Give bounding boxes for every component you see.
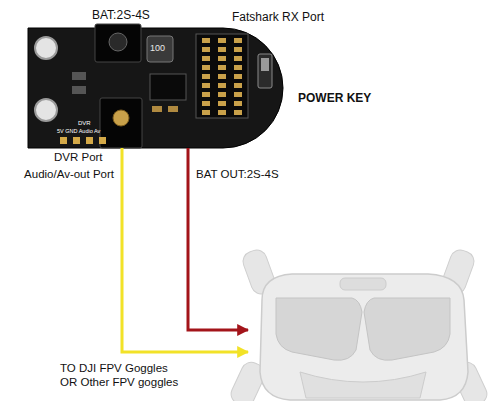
audio-jack-hole — [113, 110, 129, 126]
silkscreen-text: 5V GND Audio Av — [57, 128, 100, 135]
header-pin — [234, 74, 242, 79]
smd-part — [152, 106, 162, 112]
header-pin — [202, 110, 210, 115]
destination-note: TO DJI FPV Goggles OR Other FPV goggles — [60, 362, 184, 390]
switch-label: POWER KEY — [298, 91, 371, 105]
header-pin — [202, 83, 210, 88]
smd-part — [72, 86, 86, 94]
header-pin — [202, 56, 210, 61]
header-pin — [218, 56, 226, 61]
barrel-jack — [95, 24, 141, 62]
header-pin — [234, 92, 242, 97]
port-label: DVR Port — [54, 151, 103, 165]
goggles-lens — [276, 298, 362, 360]
goggles-body — [260, 274, 468, 400]
dvr-pad — [99, 137, 106, 144]
header-pin — [234, 110, 242, 115]
header-pin — [218, 110, 226, 115]
inductor — [147, 36, 173, 62]
port-label: BAT:2S-4S — [92, 8, 150, 22]
goggles-lens — [364, 298, 450, 360]
goggles-top-panel — [340, 278, 386, 290]
pin-header — [196, 34, 248, 118]
header-pin — [218, 47, 226, 52]
fpv-goggles — [228, 247, 490, 401]
header-pin — [218, 74, 226, 79]
header-pin — [234, 65, 242, 70]
header-pin — [218, 38, 226, 43]
mounting-hole — [35, 99, 57, 121]
port-label: Audio/Av-out Port — [24, 168, 114, 182]
header-pin — [234, 38, 242, 43]
component-marking: 100 — [150, 43, 165, 54]
dvr-pad — [73, 137, 80, 144]
header-pin — [202, 92, 210, 97]
header-pin — [234, 101, 242, 106]
header-pin — [218, 65, 226, 70]
power-switch — [258, 54, 272, 88]
header-pin — [202, 47, 210, 52]
header-pin — [218, 92, 226, 97]
port-label: Fatshark RX Port — [232, 10, 324, 24]
header-pin — [234, 56, 242, 61]
port-label: BAT OUT:2S-4S — [196, 168, 279, 182]
silkscreen-text: DVR — [78, 120, 91, 127]
header-pin — [234, 47, 242, 52]
power-switch-slider — [261, 58, 269, 71]
dvr-pad — [60, 137, 67, 144]
smd-part — [168, 106, 178, 112]
adapter-board — [28, 24, 283, 148]
header-pin — [202, 101, 210, 106]
audio-jack — [100, 98, 142, 148]
header-pin — [234, 83, 242, 88]
dvr-pad — [86, 137, 93, 144]
dvr-pads — [60, 137, 106, 144]
header-pin — [202, 38, 210, 43]
mounting-hole — [35, 37, 57, 59]
header-pin — [202, 65, 210, 70]
header-pin — [218, 83, 226, 88]
barrel-jack-hole — [109, 33, 127, 51]
header-pins — [202, 38, 242, 115]
header-pin — [202, 74, 210, 79]
dc-converter-chip — [150, 74, 186, 100]
pcb — [28, 28, 283, 148]
header-pin — [218, 101, 226, 106]
goggles-face-pad — [300, 372, 426, 398]
smd-part — [72, 72, 86, 80]
